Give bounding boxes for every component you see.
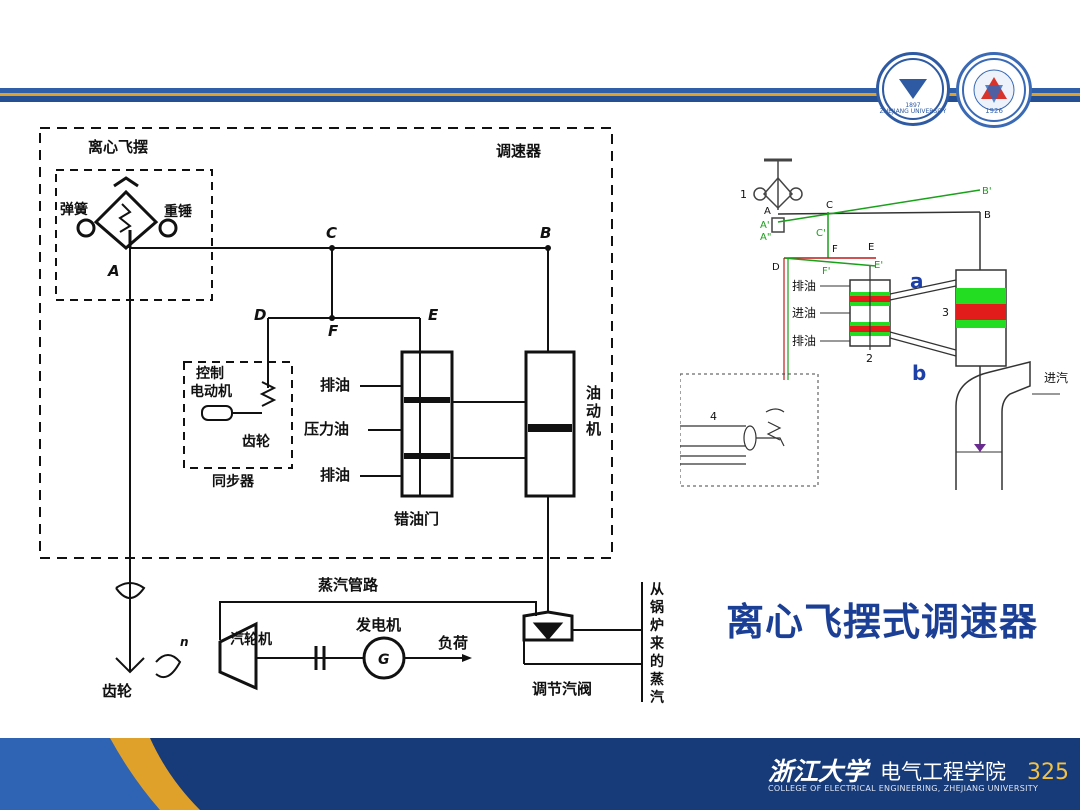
steam-valve-label: 调节汽阀 bbox=[532, 680, 592, 698]
r-pA3: A" bbox=[760, 232, 771, 243]
svg-text:来: 来 bbox=[649, 636, 665, 652]
weight-label: 重锤 bbox=[164, 203, 192, 220]
turbine-label: 汽轮机 bbox=[230, 631, 272, 648]
flyball-mechanism bbox=[78, 178, 176, 248]
point-d: D bbox=[254, 306, 266, 324]
steam-control-valve bbox=[524, 612, 642, 664]
r-drain2: 排油 bbox=[792, 334, 816, 348]
left-governor-diagram: 离心飞摆 调速器 弹簧 重锤 A C B D F E 控制 电动机 齿轮 同步器… bbox=[16, 112, 684, 730]
point-b: B bbox=[540, 224, 551, 242]
college-name: 电气工程学院 bbox=[880, 756, 1006, 786]
svg-text:汽: 汽 bbox=[650, 689, 664, 706]
r-servomotor bbox=[956, 270, 1006, 366]
r-steam-in: 进汽 bbox=[1044, 370, 1068, 385]
university-name: 浙江大学 bbox=[768, 752, 868, 788]
r-steam-duct bbox=[956, 362, 1030, 490]
flyball-label: 离心飞摆 bbox=[88, 138, 148, 156]
spring-label: 弹簧 bbox=[60, 201, 88, 218]
control-motor-label-2: 电动机 bbox=[190, 383, 232, 400]
point-f: F bbox=[328, 322, 339, 340]
right-governor-diagram: 1 A A' A" B' B C C' F E D F' E' 2 排油 进油 … bbox=[680, 150, 1080, 495]
r-inlet: 进油 bbox=[792, 306, 816, 320]
r-pE: E bbox=[868, 242, 874, 253]
r-valve-head bbox=[974, 444, 986, 452]
generator-symbol: G bbox=[378, 652, 390, 668]
servomotor bbox=[526, 352, 574, 496]
r-pF2: F' bbox=[822, 266, 831, 277]
gear-label-bottom: 齿轮 bbox=[102, 682, 132, 700]
load-label: 负荷 bbox=[438, 634, 468, 652]
r-n2: 2 bbox=[866, 352, 873, 365]
load-arrow bbox=[462, 654, 472, 662]
college-name-english: COLLEGE OF ELECTRICAL ENGINEERING, ZHEJI… bbox=[768, 784, 1038, 793]
r-drain1: 排油 bbox=[792, 279, 816, 293]
pilot-valve-label: 错油门 bbox=[394, 510, 439, 528]
flyball-box bbox=[56, 170, 212, 300]
zju-logo: ZHEJIANG UNIVERSITY 1897 bbox=[876, 52, 950, 126]
point-e: E bbox=[428, 306, 439, 324]
servomotor-label-1: 油 bbox=[586, 384, 601, 402]
speed-symbol: n bbox=[180, 635, 189, 649]
svg-text:的: 的 bbox=[650, 653, 664, 670]
sync-screw bbox=[262, 382, 274, 406]
svg-text:炉: 炉 bbox=[650, 617, 664, 634]
r-n1: 1 bbox=[740, 188, 747, 201]
college-logo: 1926 bbox=[956, 52, 1032, 128]
gear-label-sync: 齿轮 bbox=[242, 433, 270, 450]
svg-text:蒸: 蒸 bbox=[650, 671, 664, 688]
page-number: 325 bbox=[1027, 760, 1069, 785]
logo1-year: 1897 bbox=[905, 102, 920, 109]
joint-f bbox=[329, 315, 335, 321]
r-label-b: b bbox=[912, 361, 926, 385]
r-n3: 3 bbox=[942, 306, 949, 319]
pressure-oil: 压力油 bbox=[304, 420, 349, 438]
drain-oil-bottom: 排油 bbox=[320, 466, 350, 484]
svg-text:锅: 锅 bbox=[650, 600, 664, 616]
r-n4: 4 bbox=[710, 410, 717, 423]
r-lever-ab bbox=[778, 212, 980, 214]
r-label-a: a bbox=[910, 269, 924, 293]
logo2-year: 1926 bbox=[985, 107, 1003, 115]
slide-title: 离心飞摆式调速器 bbox=[726, 591, 1038, 646]
r-pD: D bbox=[772, 262, 780, 273]
drain-oil-top: 排油 bbox=[320, 376, 350, 394]
generator-label: 发电机 bbox=[355, 616, 401, 634]
r-dashed-box bbox=[680, 374, 818, 486]
r-pC: C bbox=[826, 200, 833, 211]
r-pC2: C' bbox=[816, 228, 826, 239]
logo1-text: ZHEJIANG UNIVERSITY bbox=[880, 108, 947, 115]
r-pilot-valve bbox=[850, 266, 890, 350]
r-pA2: A' bbox=[760, 220, 770, 231]
bottom-gear bbox=[116, 583, 180, 677]
servomotor-label-3: 机 bbox=[586, 420, 601, 438]
r-shaft-assembly bbox=[680, 409, 784, 464]
r-pA: A bbox=[764, 206, 771, 217]
r-lever-ab-prime bbox=[778, 190, 980, 222]
r-pF: F bbox=[832, 244, 838, 255]
servomotor-label-2: 动 bbox=[586, 402, 601, 420]
point-c: C bbox=[326, 224, 337, 242]
r-pB: B bbox=[984, 210, 991, 221]
r-pB2: B' bbox=[982, 186, 992, 197]
pilot-valve bbox=[402, 352, 452, 496]
governor-label: 调速器 bbox=[496, 142, 542, 160]
steam-pipe-label: 蒸汽管路 bbox=[318, 576, 379, 594]
point-a: A bbox=[107, 262, 120, 280]
r-pE2: E' bbox=[874, 260, 883, 271]
control-motor-label-1: 控制 bbox=[196, 365, 224, 382]
control-motor bbox=[202, 406, 232, 420]
svg-text:从: 从 bbox=[650, 582, 664, 598]
r-lever-de-prime bbox=[784, 258, 876, 266]
boiler-steam-label: 从 锅 炉 来 的 蒸 汽 bbox=[649, 582, 665, 706]
synchronizer-label: 同步器 bbox=[212, 473, 255, 490]
